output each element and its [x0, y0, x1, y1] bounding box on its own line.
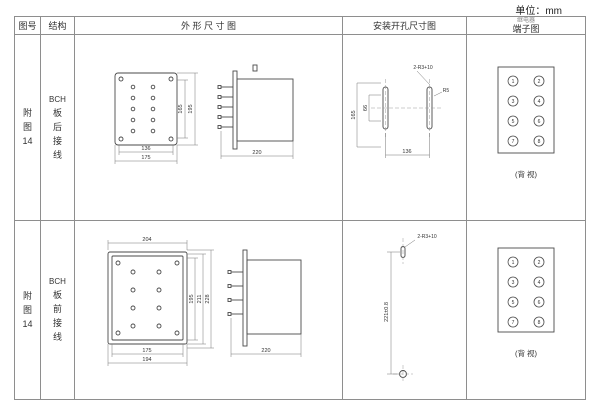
row1-terminal-cell: 1 2 3 4 5 6 7 8 (背 视) [467, 35, 585, 221]
unit-label: 单位：mm [515, 6, 562, 17]
terminal-num: 3 [511, 280, 514, 286]
row1-fig-no: 附 图 14 [15, 35, 41, 221]
terminal-num: 2 [537, 79, 540, 85]
row1-fig-char: 图 [22, 122, 32, 132]
dim-136: 136 [141, 146, 150, 152]
dim-195: 195 [189, 294, 195, 303]
header-fig-no: 图号 [15, 17, 41, 35]
row2-struct-char: 前 [52, 304, 62, 314]
dim-211: 211 [197, 294, 203, 303]
row1-structure: BCH 板 后 接 线 [41, 35, 75, 221]
row2-install-cell: 221±0.8 2-R3+10 [343, 221, 467, 399]
terminal-num: 6 [537, 300, 540, 306]
terminal-num: 1 [511, 79, 514, 85]
terminal-diagram-rear-wiring: 1 2 3 4 5 6 7 8 (背 视) [497, 66, 554, 179]
row1-struct-char: 板 [52, 107, 62, 118]
spec-table: 图号 结构 外 形 尺 寸 图 安装开孔尺寸图 继电器 端子图 附 图 14 B… [14, 16, 586, 400]
header-terminal-label: 端子图 [512, 23, 540, 34]
row2-fig-char: 14 [22, 318, 33, 329]
row2-fig-char: 附 [22, 290, 32, 301]
terminal-diagram-front-wiring: 1 2 3 4 5 6 7 8 (背 视) [497, 247, 554, 358]
row2-fig-char: 图 [22, 304, 32, 315]
dim-220: 220 [261, 348, 270, 354]
dim-175: 175 [142, 348, 151, 354]
header-install: 安装开孔尺寸图 [343, 17, 467, 35]
terminal-caption: (背 视) [514, 348, 537, 358]
terminal-num: 5 [511, 119, 514, 125]
row2-struct-char: 线 [52, 332, 62, 342]
dim-221: 221±0.8 [384, 302, 390, 322]
note-radius: R5 [443, 88, 450, 94]
row1-outline-cell: 136 175 165 195 220 [75, 35, 343, 221]
row2-terminal-cell: 1 2 3 4 5 6 7 8 (背 视) [467, 221, 585, 399]
terminal-num: 2 [537, 260, 540, 266]
header-structure: 结构 [41, 17, 75, 35]
terminal-num: 4 [537, 280, 540, 286]
row1-struct-model: BCH [49, 94, 66, 104]
row1-install-cell: 165 66 136 2-R3+10 R5 [343, 35, 467, 221]
row2-structure: BCH 板 前 接 线 [41, 221, 75, 399]
dim-228: 228 [205, 294, 211, 303]
header-terminal-small-label: 继电器 [516, 17, 535, 24]
header-terminal: 继电器 端子图 [467, 17, 585, 35]
terminal-num: 7 [511, 320, 514, 326]
dim-204: 204 [142, 237, 151, 243]
outline-drawing-rear-wiring: 136 175 165 195 220 [114, 64, 294, 164]
install-drawing-front-wiring: 221±0.8 2-R3+10 [384, 234, 437, 383]
terminal-num: 1 [511, 260, 514, 266]
row2-outline-cell: 204 175 194 195 211 228 220 [75, 221, 343, 399]
outline-drawing-front-wiring: 204 175 194 195 211 228 220 [107, 237, 302, 366]
terminal-caption: (背 视) [514, 169, 537, 179]
dim-175: 175 [141, 155, 150, 161]
note-slot: 2-R3+10 [417, 234, 437, 240]
terminal-num: 8 [537, 320, 540, 326]
row1-fig-char: 14 [22, 136, 33, 146]
terminal-num: 7 [511, 139, 514, 145]
row1-struct-char: 后 [52, 121, 62, 132]
dim-165: 165 [351, 110, 357, 119]
terminal-num: 3 [511, 99, 514, 105]
dim-165: 165 [178, 104, 184, 113]
terminal-num: 6 [537, 119, 540, 125]
dim-194: 194 [142, 357, 151, 363]
terminal-num: 5 [511, 300, 514, 306]
row1-fig-char: 附 [22, 108, 32, 118]
dim-136: 136 [402, 149, 411, 155]
dim-195: 195 [188, 104, 194, 113]
row1-struct-char: 线 [52, 149, 62, 160]
terminal-num: 8 [537, 139, 540, 145]
dim-220: 220 [252, 150, 261, 156]
note-slot: 2-R3+10 [413, 65, 433, 71]
row2-struct-char: 接 [52, 318, 62, 328]
header-outline: 外 形 尺 寸 图 [75, 17, 343, 35]
install-drawing-rear-wiring: 165 66 136 2-R3+10 R5 [351, 65, 450, 158]
row2-fig-no: 附 图 14 [15, 221, 41, 399]
row1-struct-char: 接 [52, 135, 62, 146]
terminal-num: 4 [537, 99, 540, 105]
row2-struct-model: BCH [49, 277, 66, 286]
row2-struct-char: 板 [52, 290, 62, 300]
dim-66: 66 [363, 105, 369, 111]
